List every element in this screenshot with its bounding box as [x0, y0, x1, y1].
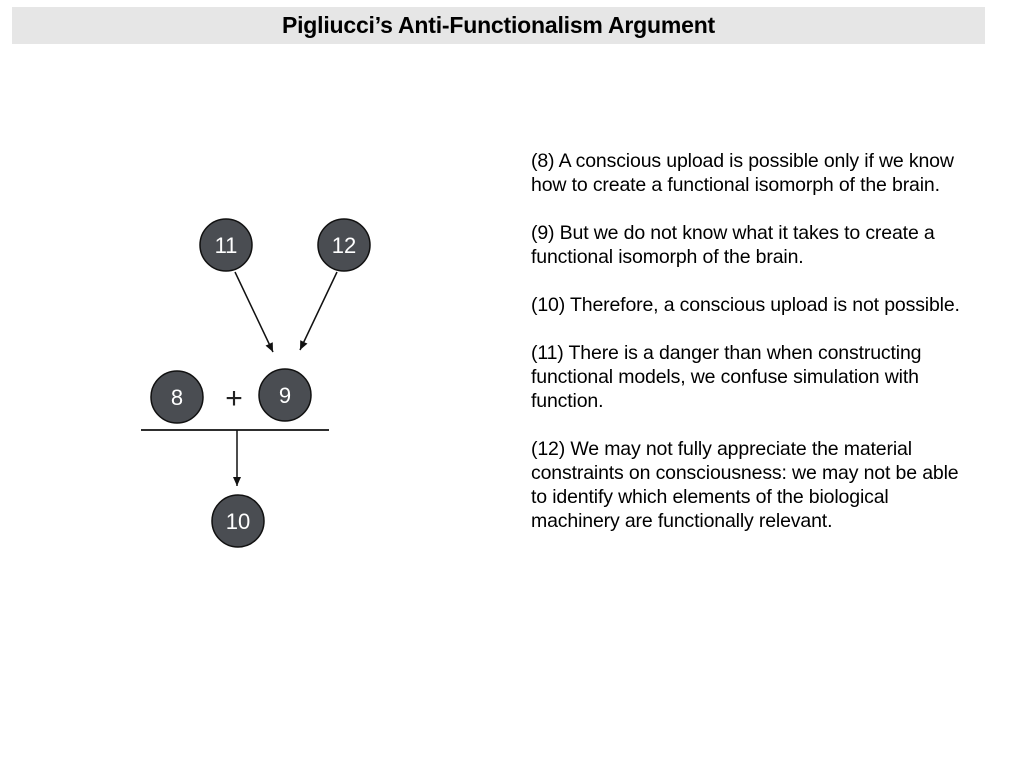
node-9-label: 9 — [279, 383, 291, 408]
premise-10: (10) Therefore, a conscious upload is no… — [531, 294, 960, 316]
slide-title: Pigliucci’s Anti-Functionalism Argument — [281, 12, 716, 38]
node-10-label: 10 — [226, 509, 250, 534]
premise-list: (8) A conscious upload is possible only … — [531, 149, 971, 557]
node-8-label: 8 — [171, 385, 183, 410]
premise-8: (8) A conscious upload is possible only … — [531, 150, 954, 196]
arrow-11-to-9 — [234, 271, 274, 353]
node-12-label: 12 — [332, 233, 356, 258]
title-bar: Pigliucci’s Anti-Functionalism Argument — [12, 7, 985, 44]
argument-diagram: 11 12 8 + 9 10 — [141, 218, 371, 548]
node-10: 10 — [211, 494, 265, 548]
premise-12: (12) We may not fully appreciate the mat… — [531, 438, 959, 532]
premise-9: (9) But we do not know what it takes to … — [531, 222, 935, 268]
node-9: 9 — [258, 368, 312, 422]
node-8: 8 — [150, 370, 204, 424]
premise-11: (11) There is a danger than when constru… — [531, 342, 922, 412]
node-11: 11 — [199, 218, 253, 272]
plus-operator: + — [225, 382, 243, 415]
arrow-12-to-9 — [299, 271, 338, 351]
node-11-label: 11 — [215, 233, 238, 258]
node-12: 12 — [317, 218, 371, 272]
